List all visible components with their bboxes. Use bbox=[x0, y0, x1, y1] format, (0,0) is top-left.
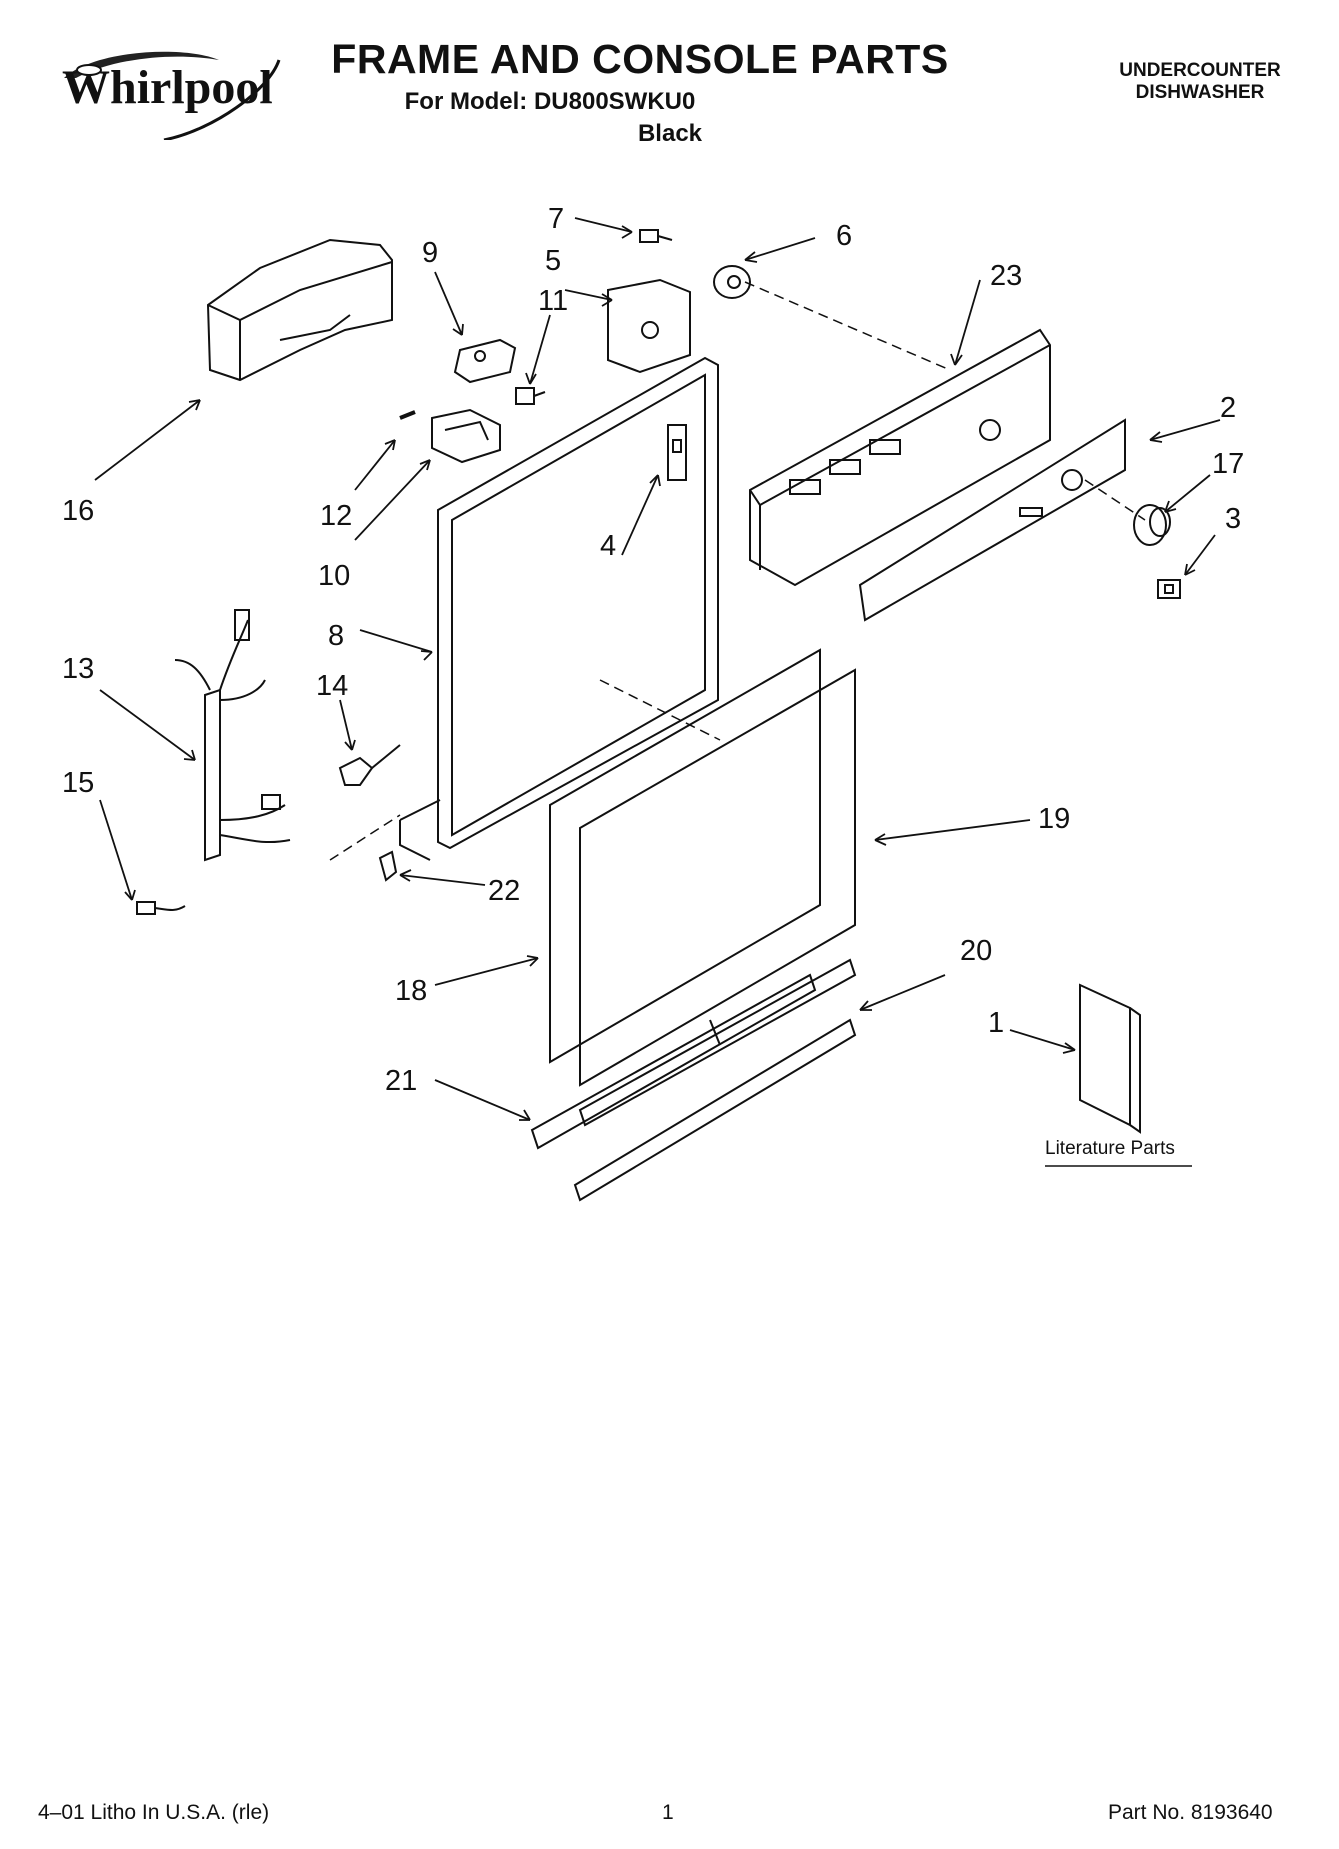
callout-18: 18 bbox=[395, 975, 427, 1007]
appliance-type: UNDERCOUNTER DISHWASHER bbox=[1100, 60, 1300, 104]
part-1-literature bbox=[1079, 983, 1141, 1134]
color-line: Black bbox=[637, 120, 703, 147]
callout-9: 9 bbox=[422, 237, 438, 269]
part-17-knob bbox=[1133, 504, 1171, 546]
part-6-selector bbox=[713, 265, 751, 299]
part-5-control bbox=[607, 278, 691, 374]
callout-4: 4 bbox=[600, 530, 616, 562]
part-2-overlay bbox=[858, 418, 1126, 622]
callout-1: 1 bbox=[988, 1007, 1004, 1039]
appliance-type-line-1: UNDERCOUNTER bbox=[1119, 60, 1281, 81]
callout-19: 19 bbox=[1038, 803, 1070, 835]
callout-7: 7 bbox=[548, 203, 564, 235]
brand-name: Whirlpool bbox=[62, 61, 273, 114]
part-8-frame bbox=[399, 356, 719, 861]
exploded-parts-diagram: 7 6 5 9 11 23 2 17 3 16 12 10 4 8 13 14 … bbox=[62, 203, 1244, 1202]
callout-21: 21 bbox=[385, 1065, 417, 1097]
part-18-panel bbox=[549, 648, 821, 1064]
model-line: For Model: DU800SWKU0 bbox=[404, 88, 696, 115]
part-13-harness bbox=[174, 609, 291, 862]
leader-arrows bbox=[94, 217, 1221, 1121]
part-21-trim bbox=[530, 973, 857, 1202]
footer-print-info: 4–01 Litho In U.S.A. (rle) bbox=[38, 1801, 270, 1824]
callout-10: 10 bbox=[318, 560, 350, 592]
page-title: FRAME AND CONSOLE PARTS bbox=[331, 36, 949, 82]
swirl-icon bbox=[64, 51, 281, 140]
callout-14: 14 bbox=[316, 670, 348, 702]
part-14-sensor bbox=[338, 744, 401, 786]
callout-6: 6 bbox=[836, 220, 852, 252]
callout-16: 16 bbox=[62, 495, 94, 527]
appliance-type-line-2: DISHWASHER bbox=[1135, 82, 1265, 103]
callout-3: 3 bbox=[1225, 503, 1241, 535]
part-10-holder bbox=[431, 408, 501, 464]
part-12-strip bbox=[399, 410, 416, 420]
part-22-clip bbox=[378, 850, 398, 882]
part-4-latch bbox=[667, 424, 687, 481]
callout-5: 5 bbox=[545, 245, 561, 277]
callout-8: 8 bbox=[328, 620, 344, 652]
part-3-button bbox=[1157, 579, 1181, 599]
part-19-panel bbox=[579, 668, 856, 1087]
page-number: 1 bbox=[662, 1801, 674, 1824]
part-number: Part No. 8193640 bbox=[1108, 1801, 1273, 1824]
callout-23: 23 bbox=[990, 260, 1022, 292]
literature-parts-label: Literature Parts bbox=[1045, 1138, 1175, 1159]
part-15-screw bbox=[136, 901, 186, 915]
callout-17: 17 bbox=[1212, 448, 1244, 480]
callout-13: 13 bbox=[62, 653, 94, 685]
part-11-connector bbox=[515, 387, 546, 405]
brand-logo: Whirlpool bbox=[62, 51, 281, 140]
callout-11: 11 bbox=[538, 285, 568, 317]
part-20-trim bbox=[578, 958, 857, 1127]
part-16-cover bbox=[206, 238, 393, 382]
part-23-console bbox=[749, 328, 1051, 587]
callout-labels: 7 6 5 9 11 23 2 17 3 16 12 10 4 8 13 14 … bbox=[62, 203, 1244, 1097]
callout-20: 20 bbox=[960, 935, 992, 967]
callout-2: 2 bbox=[1220, 392, 1236, 424]
callout-15: 15 bbox=[62, 767, 94, 799]
part-9-bracket bbox=[453, 338, 517, 384]
callout-12: 12 bbox=[320, 500, 352, 532]
callout-22: 22 bbox=[488, 875, 520, 907]
assembly-lines bbox=[329, 281, 1146, 861]
part-7-screw bbox=[639, 229, 673, 243]
